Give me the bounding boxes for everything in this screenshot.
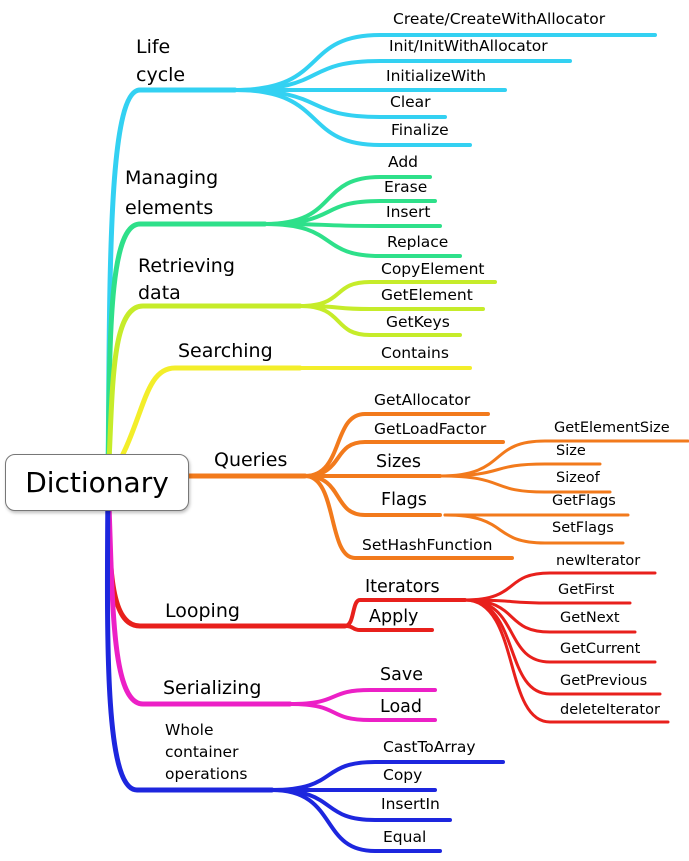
trunk-serializing: [105, 478, 293, 707]
leaf-initializewith[interactable]: InitializeWith: [386, 67, 487, 85]
branch-queries-label[interactable]: Queries: [214, 449, 288, 471]
sizes-connector-2: [438, 474, 612, 494]
managing-connector-3: [263, 222, 462, 258]
branch-retrieving-label-line2[interactable]: data: [138, 282, 181, 304]
leaf-apply[interactable]: Apply: [369, 607, 419, 627]
branch-searching-label[interactable]: Searching: [178, 340, 273, 362]
branch-whole-label-line3[interactable]: operations: [165, 765, 248, 783]
leaf-clear[interactable]: Clear: [390, 93, 431, 111]
leaf-save[interactable]: Save: [380, 665, 423, 685]
iterators-connector-5: [463, 598, 670, 724]
looping-connector-1: [343, 624, 434, 632]
trunk-retrieving: [105, 303, 303, 484]
leaf-getcurrent[interactable]: GetCurrent: [560, 641, 641, 657]
leaf-deleteiterator[interactable]: deleteIterator: [560, 702, 660, 718]
leaf-add[interactable]: Add: [388, 153, 419, 171]
branch-lifecycle-label-line2[interactable]: cycle: [136, 64, 186, 86]
branch-retrieving-label-line1[interactable]: Retrieving: [138, 255, 235, 277]
leaf-sizeof[interactable]: Sizeof: [556, 470, 600, 486]
leaf-insertin[interactable]: InsertIn: [381, 795, 440, 813]
sub-flags-label[interactable]: Flags: [381, 490, 427, 510]
retrieving-connector-2: [298, 304, 462, 337]
leaf-size[interactable]: Size: [556, 443, 586, 459]
retrieving-connector-1: [298, 304, 485, 311]
leaf-getnext[interactable]: GetNext: [560, 610, 620, 626]
branch-managing-label-line1[interactable]: Managing: [125, 167, 219, 189]
leaf-finalize[interactable]: Finalize: [391, 121, 449, 139]
leaf-contains[interactable]: Contains: [381, 344, 449, 362]
leaf-sethashfunction[interactable]: SetHashFunction: [362, 536, 493, 554]
leaf-getelementsize[interactable]: GetElementSize: [554, 420, 670, 436]
leaf-load[interactable]: Load: [380, 697, 422, 717]
sub-iterators-label[interactable]: Iterators: [365, 577, 440, 597]
leaf-getelement[interactable]: GetElement: [381, 286, 473, 304]
leaf-getfirst[interactable]: GetFirst: [558, 582, 615, 598]
queries-connector-4: [303, 474, 514, 560]
leaf-newiterator[interactable]: newIterator: [556, 553, 641, 569]
branch-looping-label[interactable]: Looping: [165, 600, 240, 622]
leaf-init[interactable]: Init/InitWithAllocator: [389, 37, 548, 55]
leaf-erase[interactable]: Erase: [384, 178, 428, 196]
leaf-setflags[interactable]: SetFlags: [552, 520, 614, 536]
root-node-dictionary[interactable]: Dictionary: [5, 454, 189, 511]
leaf-copyelement[interactable]: CopyElement: [381, 260, 485, 278]
lifecycle-connector-4: [233, 88, 472, 147]
leaf-equal[interactable]: Equal: [383, 828, 427, 846]
serializing-connector-1: [288, 702, 437, 722]
trunk-whole: [104, 478, 275, 793]
branch-serializing-label[interactable]: Serializing: [163, 677, 262, 699]
root-node-label: Dictionary: [25, 466, 169, 499]
flags-connector-1: [443, 513, 625, 545]
leaf-getallocator[interactable]: GetAllocator: [374, 391, 471, 409]
branch-whole-label-line2[interactable]: container: [165, 743, 239, 761]
leaf-getprevious[interactable]: GetPrevious: [560, 673, 648, 689]
branch-lifecycle-label-line1[interactable]: Life: [136, 36, 171, 58]
leaf-create[interactable]: Create/CreateWithAllocator: [393, 10, 606, 28]
leaf-replace[interactable]: Replace: [387, 233, 449, 251]
sub-sizes-label[interactable]: Sizes: [376, 452, 422, 472]
leaf-getkeys[interactable]: GetKeys: [386, 313, 450, 331]
leaf-getflags[interactable]: GetFlags: [552, 493, 616, 509]
leaf-casttoarray[interactable]: CastToArray: [383, 738, 476, 756]
whole-connector-3: [270, 788, 442, 853]
branch-managing-label-line2[interactable]: elements: [125, 197, 214, 219]
leaf-getloadfactor[interactable]: GetLoadFactor: [374, 420, 487, 438]
branch-whole-label-line1[interactable]: Whole: [165, 721, 214, 739]
leaf-insert[interactable]: Insert: [386, 203, 431, 221]
leaf-copy[interactable]: Copy: [383, 766, 423, 784]
queries-connector-3: [303, 474, 442, 517]
